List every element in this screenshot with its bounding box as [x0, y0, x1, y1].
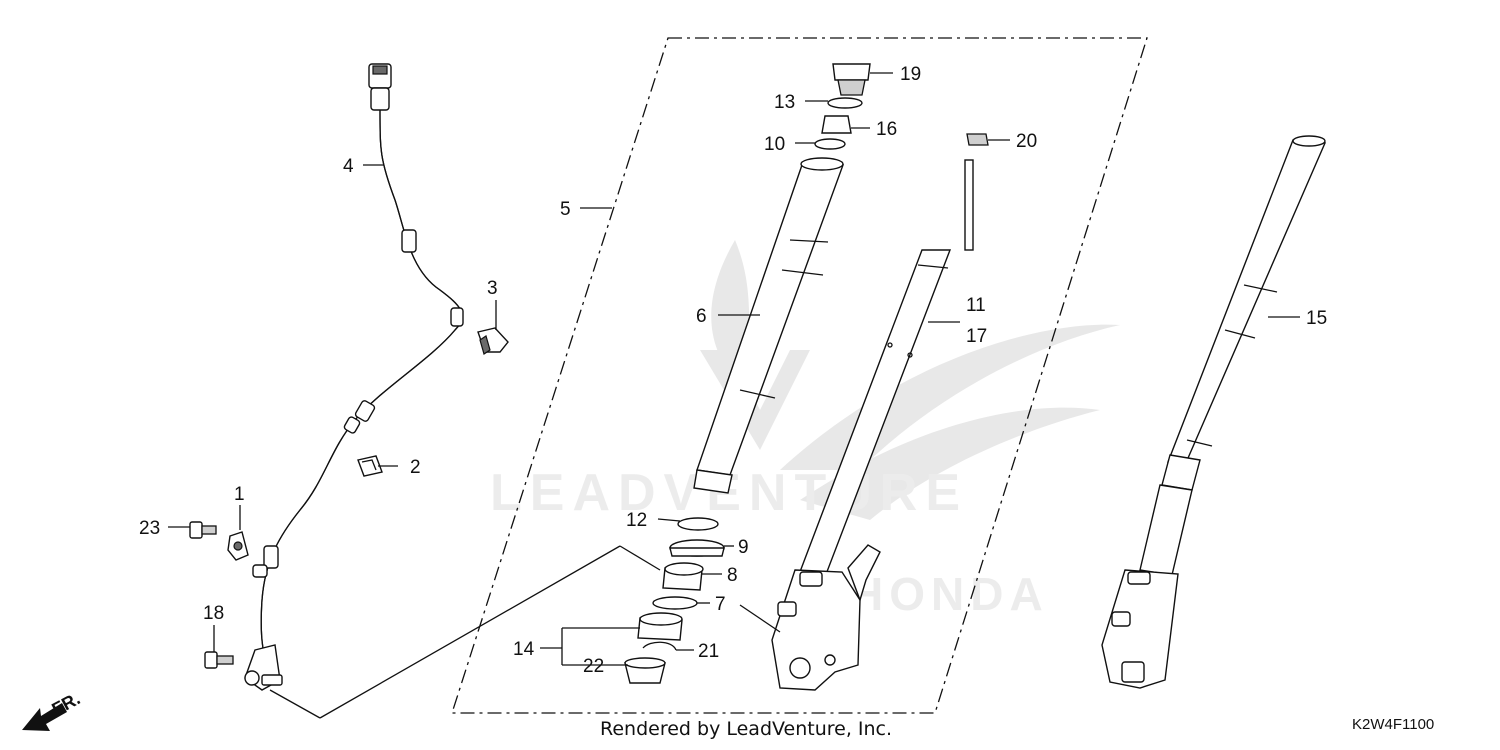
front-direction-indicator: FR.	[22, 688, 83, 731]
callout-12: 12	[626, 510, 647, 531]
callout-7-seal: 7	[715, 594, 726, 615]
callout-11: 11	[966, 295, 986, 316]
footer-credit: Rendered by LeadVenture, Inc.	[600, 718, 893, 740]
spacer-16	[821, 115, 852, 134]
bolt-part-18	[204, 651, 234, 669]
dust-seal-7	[652, 596, 698, 610]
callout-3: 3	[487, 278, 498, 299]
seal-22	[624, 657, 666, 684]
fork-bottom-case-7	[771, 544, 881, 691]
clamp-part-1	[227, 531, 249, 561]
bolt-part-23	[189, 521, 217, 539]
fork-outer-tube-6	[693, 157, 845, 494]
callout-10: 10	[764, 134, 785, 155]
callout-2: 2	[410, 457, 421, 478]
callout-5: 5	[560, 199, 571, 220]
callout-23: 23	[139, 518, 160, 539]
callout-18: 18	[203, 603, 224, 624]
callout-4: 4	[343, 156, 354, 177]
washer-10	[814, 138, 846, 150]
leader-lines	[168, 72, 1300, 719]
callout-8: 8	[727, 565, 738, 586]
circlip-21	[642, 641, 677, 651]
seal-ring-12	[677, 517, 719, 531]
callout-22: 22	[583, 656, 604, 677]
callout-1: 1	[234, 484, 245, 505]
bearing-8	[662, 562, 704, 591]
bearing-9	[669, 539, 725, 557]
callout-labels: 4 3 2 1 23 18 5 6 19 13 16 10 20 11 17 1…	[139, 64, 1327, 677]
callout-15: 15	[1306, 308, 1327, 329]
callout-6: 6	[696, 306, 707, 327]
callout-14: 14	[513, 639, 535, 660]
front-arrow-icon	[22, 703, 67, 731]
clamp-part-3	[477, 327, 509, 355]
o-ring-13	[827, 97, 863, 109]
callout-9: 9	[738, 537, 749, 558]
callout-21: 21	[698, 641, 719, 662]
bearing-set-14	[637, 612, 683, 641]
diagram-code: K2W4F1100	[1352, 716, 1435, 733]
fork-cap-bolt-19	[832, 63, 871, 96]
abs-sensor-wire	[244, 63, 464, 691]
honda-watermark: HONDA	[850, 568, 1049, 620]
callout-19: 19	[900, 64, 921, 85]
clamp-part-2	[357, 455, 383, 477]
nut-20	[966, 133, 989, 146]
callout-17: 17	[966, 326, 987, 347]
callout-13: 13	[774, 92, 795, 113]
callout-20: 20	[1016, 131, 1037, 152]
callout-16: 16	[876, 119, 897, 140]
fork-assembly-15	[1101, 135, 1327, 689]
